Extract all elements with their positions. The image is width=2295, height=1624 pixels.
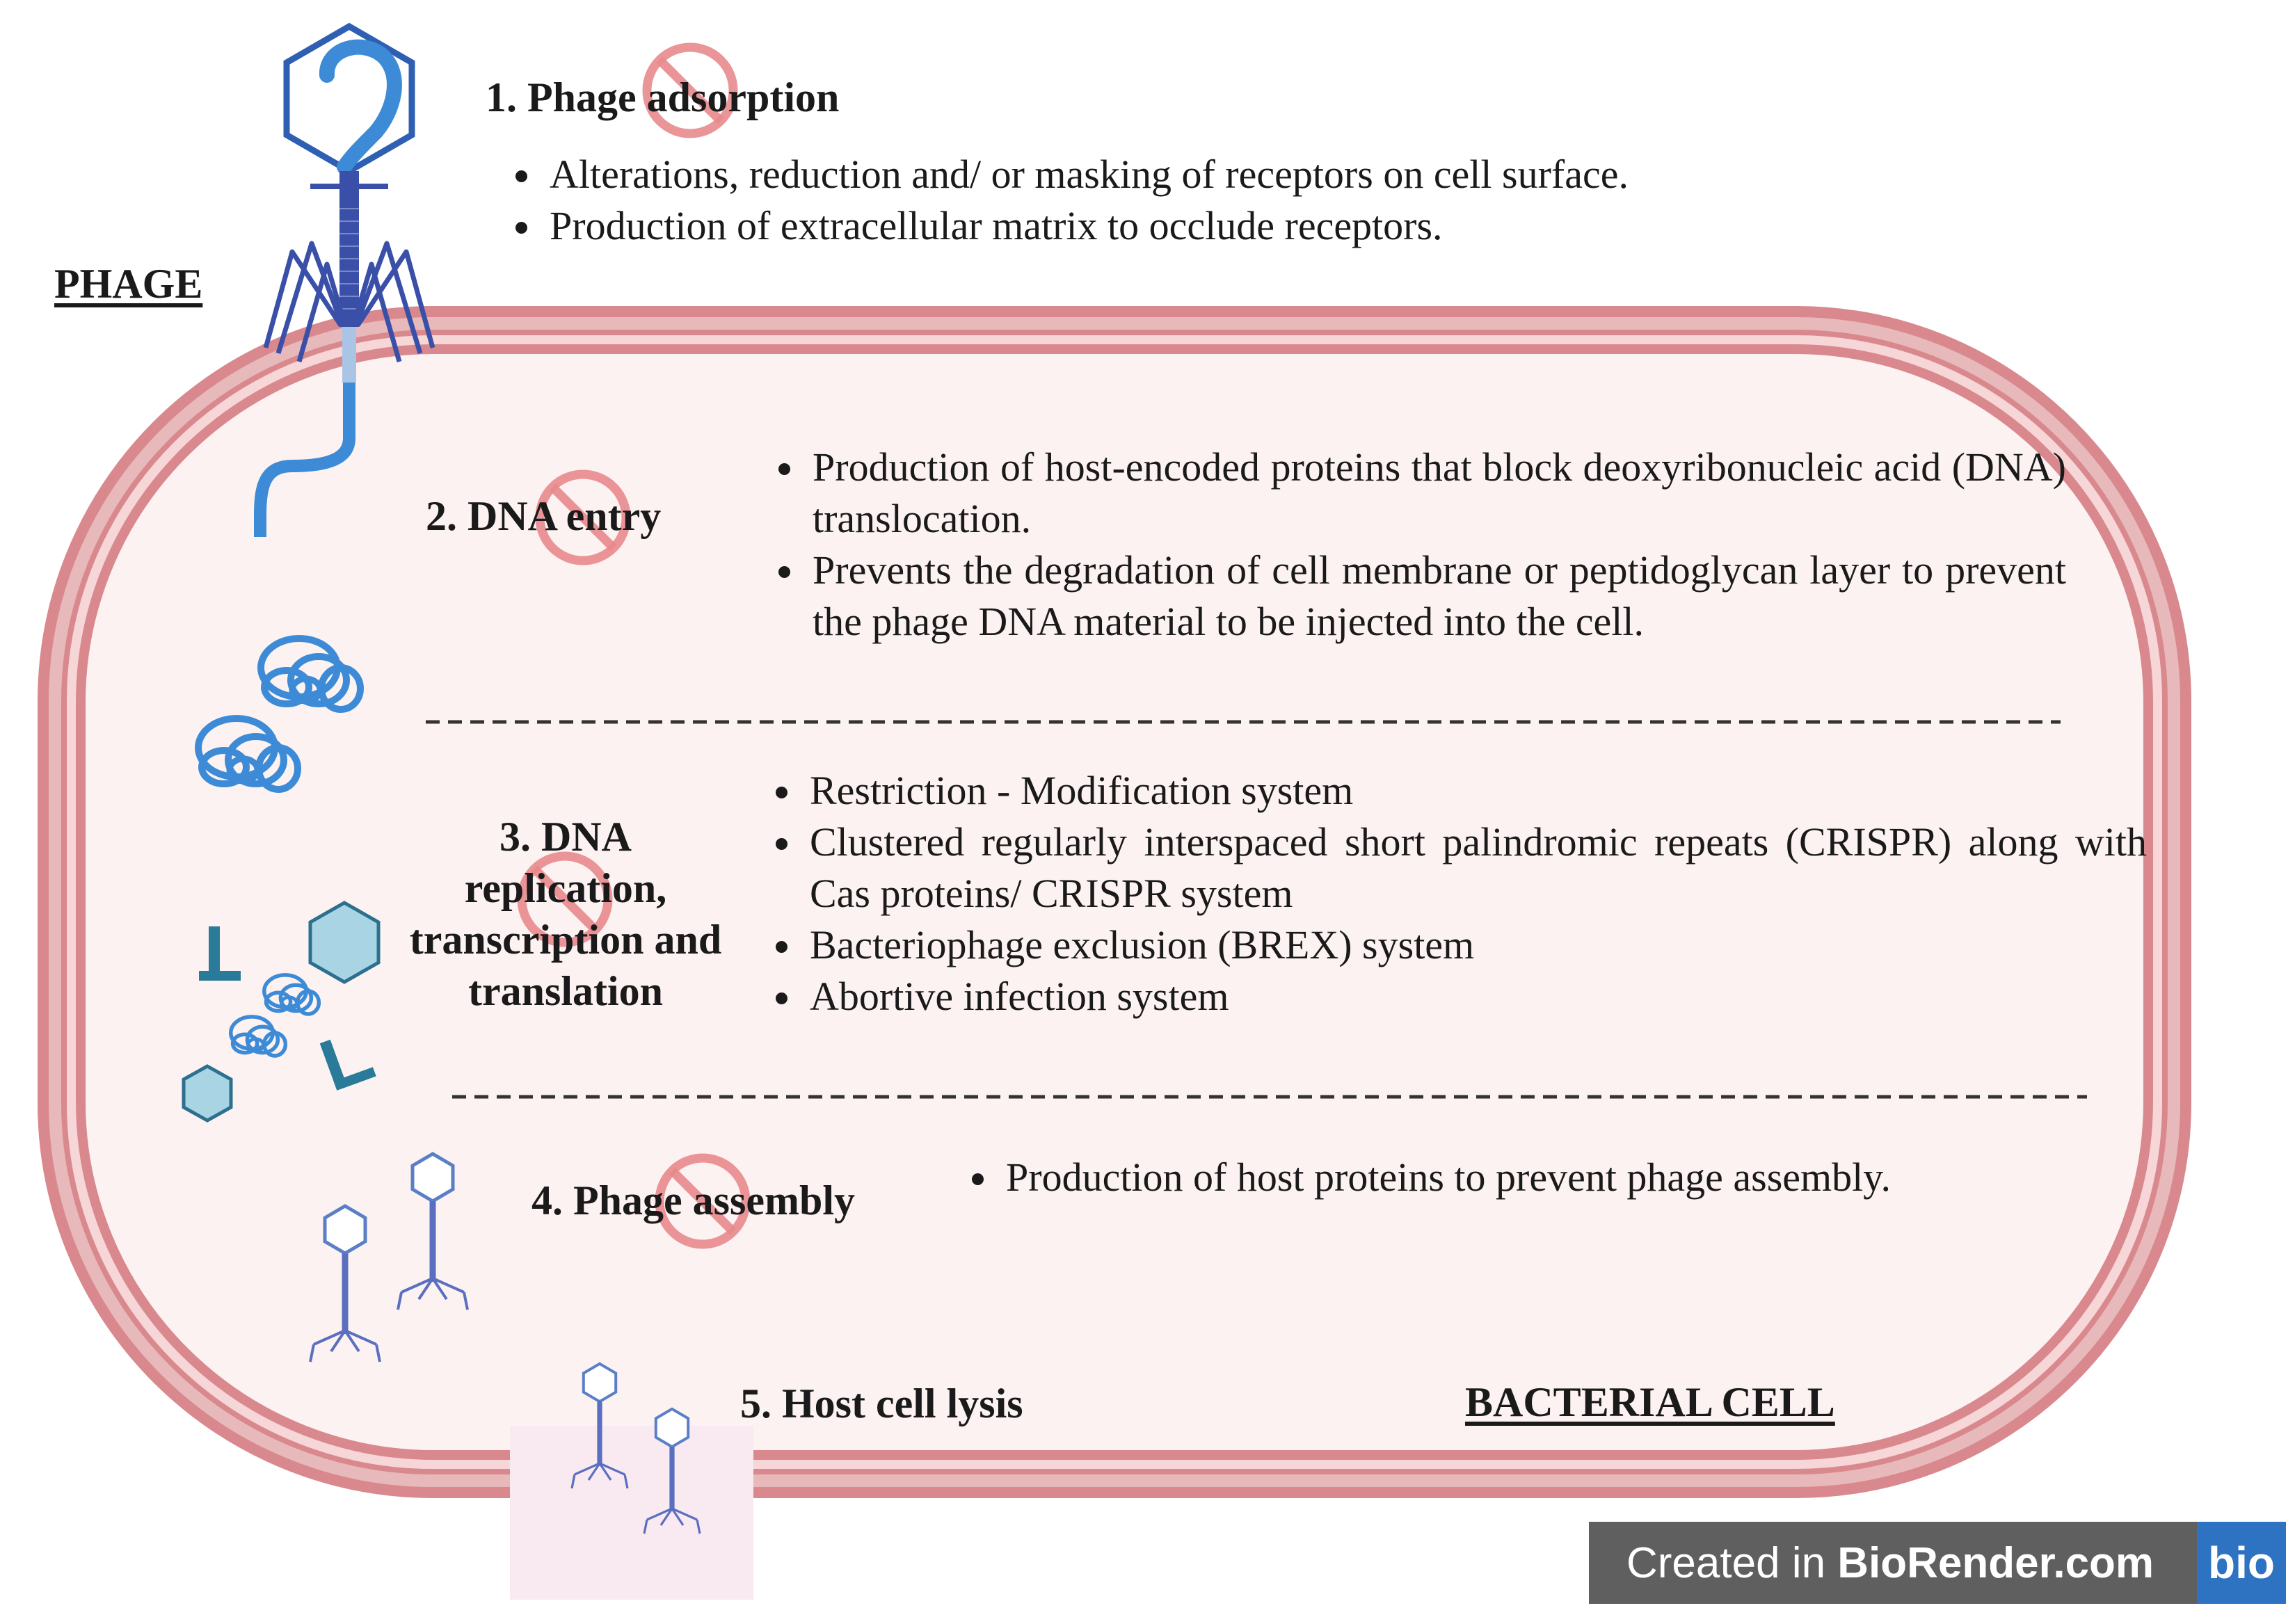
badge-brand: BioRender.com (1837, 1539, 2154, 1587)
step1-bullet-list: Alterations, reduction and/ or masking o… (495, 149, 2214, 252)
enzyme-t-icon (199, 926, 376, 1091)
list-item: Bacteriophage exclusion (BREX) system (804, 919, 2147, 971)
list-item: Production of extracellular matrix to oc… (544, 200, 2214, 252)
list-item: Restriction - Modification system (804, 765, 2147, 817)
lysis-opening (510, 1426, 753, 1600)
badge-prefix: Created in (1626, 1539, 1838, 1587)
phage-icon (254, 22, 435, 537)
bacterial-cell (38, 306, 2191, 1498)
step2-bullet-list: Production of host-encoded proteins that… (758, 442, 2066, 648)
bacterial-cell-label: BACTERIAL CELL (1465, 1379, 1835, 1425)
list-item: Clustered regularly interspaced short pa… (804, 817, 2147, 919)
step3-bullet-list: Restriction - Modification system Cluste… (755, 765, 2147, 1022)
list-item: Production of host-encoded proteins that… (807, 442, 2066, 545)
list-item: Abortive infection system (804, 971, 2147, 1022)
step3-title-line: 3. DNA (499, 814, 632, 860)
biorender-logo: bio (2197, 1522, 2286, 1604)
step4-bullet-list: Production of host proteins to prevent p… (952, 1152, 2183, 1203)
step1-title: 1. Phage adsorption (486, 74, 840, 120)
step5-title: 5. Host cell lysis (740, 1381, 1023, 1426)
step4-title: 4. Phage assembly (531, 1177, 855, 1223)
step3-title-line: transcription and (409, 917, 722, 963)
biorender-badge: Created in BioRender.com bio (1589, 1522, 2286, 1604)
phage-label: PHAGE (54, 261, 203, 307)
list-item: Alterations, reduction and/ or masking o… (544, 149, 2214, 200)
protein-hexagon-icon (182, 901, 381, 1123)
step3-title: 3. DNA replication, transcription and tr… (402, 811, 729, 1017)
step3-title-line: translation (467, 968, 664, 1014)
step3-title-line: replication, (464, 865, 667, 911)
step2-title: 2. DNA entry (426, 493, 662, 539)
list-item: Prevents the degradation of cell membran… (807, 545, 2066, 648)
list-item: Production of host proteins to prevent p… (1000, 1152, 2183, 1203)
